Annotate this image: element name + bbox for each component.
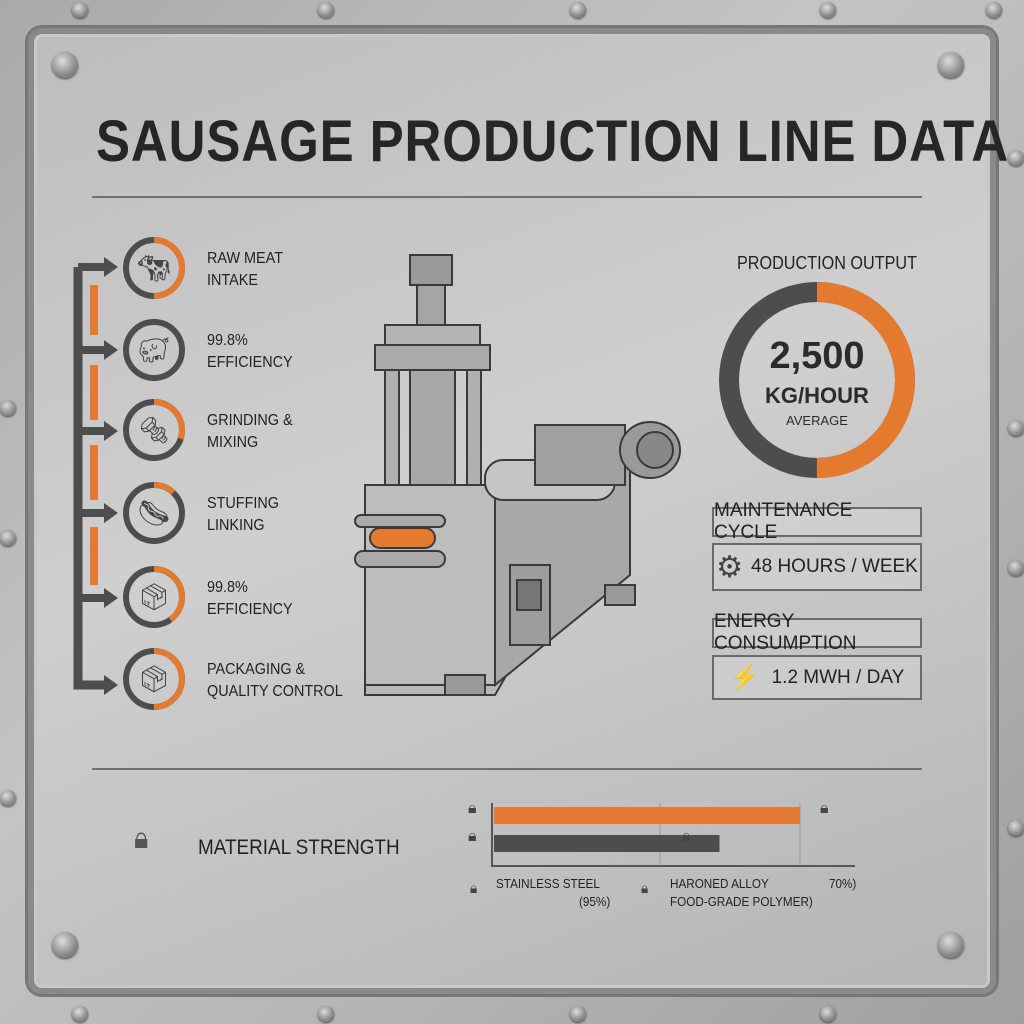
divider <box>92 768 922 770</box>
lock-icon: 🔒︎ <box>468 800 477 817</box>
ring-progress <box>123 482 185 544</box>
process-step-ring: 🔩︎ <box>122 398 186 462</box>
step-line-1: GRINDING & <box>207 412 293 429</box>
rivet <box>52 932 78 958</box>
step-line-2: LINKING <box>207 517 265 534</box>
rivet <box>318 1006 334 1022</box>
box-icon: 📦︎ <box>137 581 171 612</box>
process-step-ring: 🌭︎ <box>122 481 186 545</box>
production-gauge <box>719 282 915 478</box>
production-note: AVERAGE <box>786 413 848 428</box>
ring-progress <box>123 648 185 710</box>
step-line-1: 99.8% <box>207 332 248 349</box>
step-line-1: RAW MEAT <box>207 250 283 267</box>
rivet <box>570 1006 586 1022</box>
material-heading: MATERIAL STRENGTH <box>198 836 400 859</box>
process-step-label: STUFFING LINKING <box>207 493 279 537</box>
grinder-screw-icon: 🔩︎ <box>137 414 171 445</box>
material-label: STAINLESS STEEL <box>496 876 600 891</box>
rivet <box>72 2 88 18</box>
rivet <box>1008 820 1024 836</box>
energy-value-box: ⚡ 1.2 MWH / DAY <box>712 655 922 700</box>
cow-icon: 🐄︎ <box>137 252 171 283</box>
divider <box>92 196 922 198</box>
page-title: SAUSAGE PRODUCTION LINE DATA <box>96 109 1010 174</box>
rivet <box>1008 560 1024 576</box>
material-label: (95%) <box>579 894 611 909</box>
lightning-icon: ⚡ <box>729 664 760 691</box>
step-line-1: 99.8% <box>207 579 248 596</box>
ring-progress <box>719 282 915 478</box>
process-step-label: GRINDING & MIXING <box>207 410 293 454</box>
production-value: 2,500 <box>769 335 865 377</box>
lock-icon: 🔒︎ <box>641 880 649 897</box>
process-step-ring: 📦︎ <box>122 647 186 711</box>
process-step-label: RAW MEAT INTAKE <box>207 248 283 292</box>
rivet <box>820 2 836 18</box>
step-line-1: PACKAGING & <box>207 661 306 678</box>
sausage-machine-illustration <box>354 254 681 696</box>
material-label: HARONED ALLOY <box>670 876 769 891</box>
step-line-2: EFFICIENCY <box>207 601 293 618</box>
step-line-2: EFFICIENCY <box>207 354 293 371</box>
gear-icon: ⚙ <box>716 550 744 584</box>
production-output-heading: PRODUCTION OUTPUT <box>737 253 917 273</box>
rivet <box>820 1006 836 1022</box>
process-step-label: 99.8% EFFICIENCY <box>207 577 293 621</box>
rivet <box>52 52 78 78</box>
rivet <box>72 1006 88 1022</box>
rivet <box>0 530 16 546</box>
lock-icon: 🔒︎ <box>470 880 478 897</box>
material-strength-bars: 🔒︎ 🔒︎ 🔒︎ 🔒︎ <box>468 800 855 867</box>
rivet <box>318 2 334 18</box>
sausage-icon: 🌭︎ <box>137 497 171 528</box>
ring-progress <box>123 237 185 299</box>
process-step-ring: 🐄︎ <box>122 236 186 300</box>
rivet <box>1008 420 1024 436</box>
rivet <box>938 52 964 78</box>
rivet <box>0 790 16 806</box>
process-step-ring: 📦︎ <box>122 565 186 629</box>
step-line-2: QUALITY CONTROL <box>207 683 343 700</box>
rivet <box>986 2 1002 18</box>
material-label: FOOD-GRADE POLYMER) <box>670 894 813 909</box>
step-line-2: MIXING <box>207 434 259 451</box>
energy-value: 1.2 MWH / DAY <box>771 666 905 688</box>
step-line-1: STUFFING <box>207 495 279 512</box>
ring-track <box>123 319 185 381</box>
material-bar <box>494 835 720 852</box>
maintenance-heading-text: MAINTENANCE CYCLE <box>714 500 853 543</box>
material-bar <box>494 807 800 824</box>
rivet <box>1008 150 1024 166</box>
process-step-label: PACKAGING & QUALITY CONTROL <box>207 659 343 703</box>
ring-progress <box>123 566 185 628</box>
maintenance-heading: MAINTENANCE CYCLE <box>712 500 922 543</box>
process-step-label: 99.8% EFFICIENCY <box>207 330 293 374</box>
rivet <box>570 2 586 18</box>
step-line-2: INTAKE <box>207 272 258 289</box>
pig-icon: 🐖︎ <box>137 334 171 365</box>
ring-progress <box>123 399 185 461</box>
lock-icon: 🔒︎ <box>134 822 149 855</box>
lock-icon: 🔒︎ <box>682 828 691 845</box>
process-step-ring: 🐖︎ <box>122 318 186 382</box>
flow-connector <box>73 257 118 695</box>
material-label: 70%) <box>829 876 857 891</box>
maintenance-value-box: ⚙ 48 HOURS / WEEK <box>712 543 922 591</box>
rivet <box>0 400 16 416</box>
package-icon: 📦︎ <box>137 663 171 694</box>
maintenance-value: 48 HOURS / WEEK <box>751 556 918 577</box>
lock-icon: 🔒︎ <box>820 800 829 817</box>
lock-icon: 🔒︎ <box>468 828 477 845</box>
production-unit: KG/HOUR <box>765 383 869 408</box>
energy-heading: ENERGY CONSUMPTION <box>712 611 922 654</box>
energy-heading-text: ENERGY CONSUMPTION <box>714 611 857 654</box>
rivet <box>938 932 964 958</box>
